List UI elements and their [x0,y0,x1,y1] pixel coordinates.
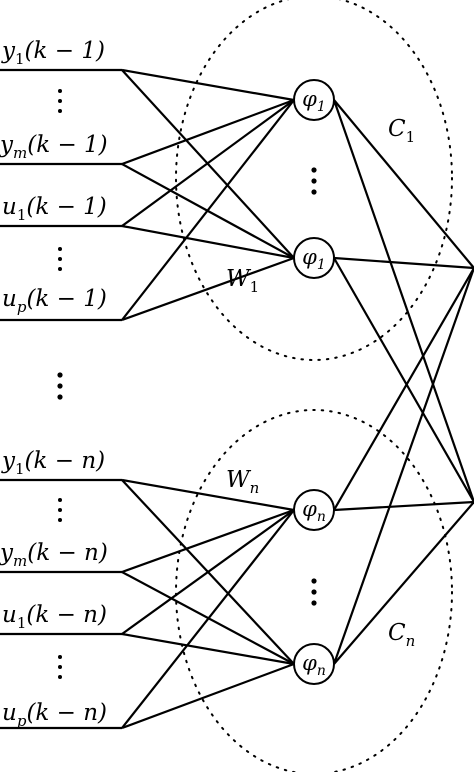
hidden-node-phi-n-bottom: φn [293,643,335,685]
input-label-ym-k-1: ym(k − 1) [0,132,108,162]
hidden-node-phi-1-top: φ1 [293,79,335,121]
group-ellipse-top [175,0,453,361]
edge-h1-o1 [333,257,474,503]
vdots-input-top-2 [58,247,62,271]
edge-h0-o0 [333,99,474,269]
edge-h1-o0 [333,256,474,270]
edge-in4-h2 [121,478,295,512]
edge-in6-h2 [121,509,295,635]
svg-text:φ1: φ1 [302,245,326,273]
vdots-input-bottom-2 [58,655,62,679]
input-lines [0,68,122,730]
svg-text:φ1: φ1 [302,87,326,115]
edge-h2-o1 [333,500,474,512]
group-label-Cn: Cn [388,620,415,650]
vdots-input-middle [57,372,63,400]
group-label-W1: W1 [226,266,259,296]
edge-h3-o1 [333,501,474,665]
edge-h3-o0 [332,267,474,665]
svg-text:φn: φn [302,651,326,679]
input-label-ym-k-n: ym(k − n) [0,540,108,570]
group-label-C1: C1 [388,116,415,146]
vdots-hidden-top [311,167,317,195]
input-label-u1-k-n: u1(k − n) [2,602,107,632]
edges [121,68,474,730]
edge-h2-o0 [333,267,474,511]
edge-in3-h0 [121,99,295,321]
input-label-up-k-1: up(k − 1) [2,286,107,316]
edge-in1-h0 [121,98,295,166]
edge-in2-h0 [121,99,295,227]
input-label-y1-k-n: y1(k − n) [1,448,105,478]
edge-in7-h2 [121,509,295,729]
edge-in5-h2 [121,508,295,574]
hidden-node-phi-n-top: φn [293,489,335,531]
edge-in3-h1 [121,256,295,322]
edge-in2-h1 [121,224,295,260]
group-label-Wn: Wn [226,467,259,497]
input-label-up-k-n: up(k − n) [2,700,107,730]
edge-in7-h3 [121,662,295,730]
group-ellipse-bottom [175,409,453,772]
vdots-hidden-bottom [311,578,317,606]
input-label-u1-k-1: u1(k − 1) [2,194,107,224]
svg-text:φn: φn [302,497,326,525]
vdots-input-bottom-1 [58,498,62,522]
edge-in6-h3 [121,632,295,666]
vdots-input-top-1 [58,89,62,113]
hidden-node-phi-1-bottom: φ1 [293,237,335,279]
edge-h0-o1 [332,99,474,503]
input-label-y1-k-1: y1(k − 1) [1,38,105,68]
edge-in0-h0 [121,68,295,102]
